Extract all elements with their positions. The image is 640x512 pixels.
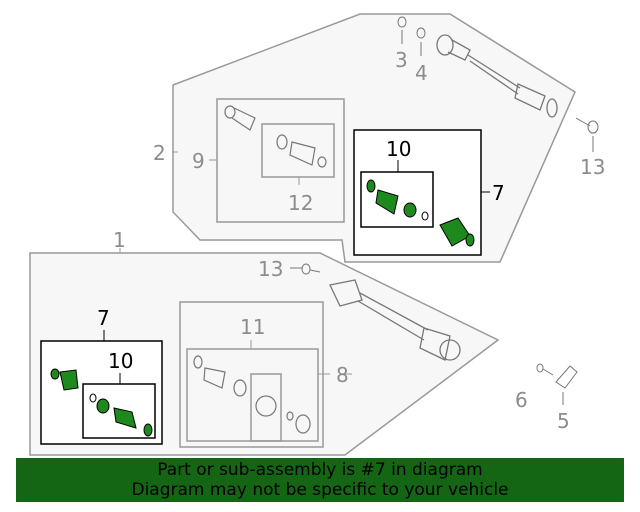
bolt-part-13-lower[interactable] xyxy=(290,263,321,275)
callout-1[interactable]: 1 xyxy=(113,228,126,252)
callout-10-upper[interactable]: 10 xyxy=(386,137,411,161)
inner-box-joint xyxy=(250,373,282,442)
callout-5[interactable]: 5 xyxy=(557,409,570,433)
callout-8[interactable]: 8 xyxy=(336,363,349,387)
outer-joint-part-7-lower xyxy=(50,368,79,391)
outer-joint-part-7-upper xyxy=(439,217,475,247)
callout-12[interactable]: 12 xyxy=(288,191,313,215)
callout-3[interactable]: 3 xyxy=(395,48,408,72)
callout-13-upper[interactable]: 13 xyxy=(580,155,605,179)
banner-line-2: Diagram may not be specific to your vehi… xyxy=(131,480,509,500)
outer-joint-part-9 xyxy=(224,105,256,131)
bolt-part-6[interactable] xyxy=(536,363,554,376)
banner-line-1: Part or sub-assembly is #7 in diagram xyxy=(157,460,483,480)
box-part-12[interactable] xyxy=(261,123,335,178)
boot-kit-part-10-lower xyxy=(89,393,153,437)
inner-joint-parts xyxy=(193,355,311,434)
callout-9[interactable]: 9 xyxy=(192,149,205,173)
nut-part-4[interactable] xyxy=(416,27,426,56)
callout-7-upper[interactable]: 7 xyxy=(492,181,505,205)
bracket-part-5[interactable] xyxy=(555,365,578,405)
callout-6[interactable]: 6 xyxy=(515,388,528,412)
upper-axle-shaft[interactable] xyxy=(436,34,558,118)
callout-4[interactable]: 4 xyxy=(415,61,428,85)
callout-7-lower[interactable]: 7 xyxy=(97,306,110,330)
callout-2[interactable]: 2 xyxy=(153,141,166,165)
boot-kit-part-10-upper xyxy=(366,179,429,221)
highlight-notice-banner: Part or sub-assembly is #7 in diagram Di… xyxy=(16,458,624,502)
bolt-part-13-upper[interactable] xyxy=(575,117,599,152)
boot-kit-part-12 xyxy=(276,134,327,168)
callout-13-lower[interactable]: 13 xyxy=(258,257,283,281)
washer-part-3[interactable] xyxy=(397,16,407,44)
callout-10-lower[interactable]: 10 xyxy=(108,349,133,373)
lower-axle-shaft[interactable] xyxy=(329,279,461,361)
callout-11[interactable]: 11 xyxy=(240,315,265,339)
